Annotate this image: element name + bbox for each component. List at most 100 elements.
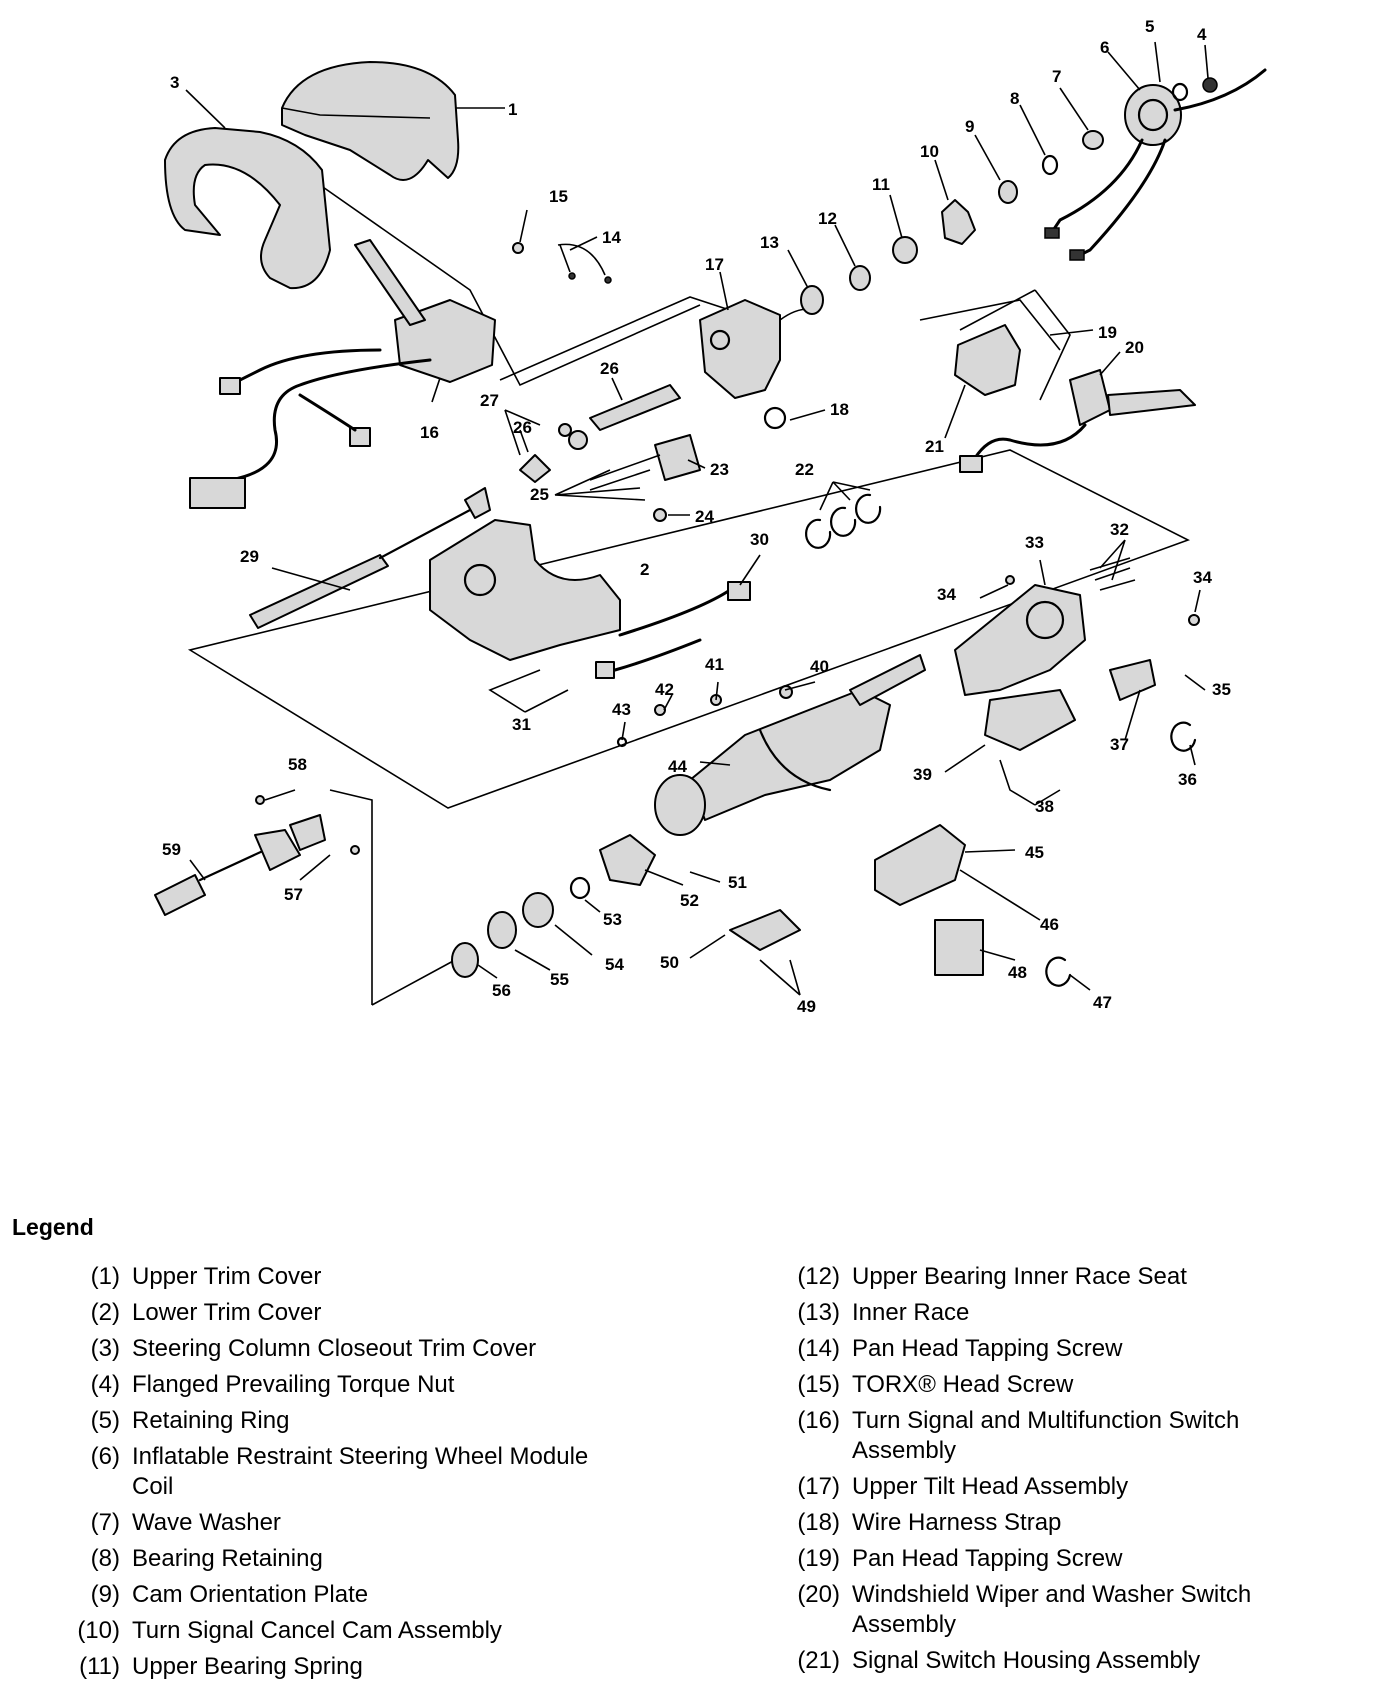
callout-33: 33: [1025, 533, 1044, 552]
part-column-jacket: [616, 654, 926, 836]
part-lock-housing: [954, 557, 1200, 752]
callout-47: 47: [1093, 993, 1112, 1012]
group-boundaries: [187, 184, 1191, 1006]
legend-item: (5)Retaining Ring: [0, 1406, 620, 1436]
callout-51: 51: [728, 873, 747, 892]
legend-item-number: (11): [79, 1653, 120, 1680]
callout-11: 11: [872, 175, 890, 194]
callout-23: 23: [710, 460, 729, 479]
callout-14: 14: [602, 228, 621, 247]
legend-item-number: (14): [797, 1335, 840, 1362]
callout-50: 50: [660, 953, 679, 972]
callout-8: 8: [1010, 89, 1019, 108]
callout-31: 31: [512, 715, 531, 734]
legend-item-text: Turn Signal and Multifunction Switch Ass…: [852, 1407, 1240, 1464]
legend-item-text: Bearing Retaining: [132, 1545, 323, 1572]
callout-2: 2: [640, 560, 649, 579]
part-screws-14-15: [512, 242, 612, 284]
legend-item-text: Upper Bearing Inner Race Seat: [852, 1263, 1187, 1290]
part-rings-22: [805, 493, 882, 549]
legend-item-text: Steering Column Closeout Trim Cover: [132, 1335, 537, 1362]
callout-36: 36: [1178, 770, 1197, 789]
legend-item-number: (20): [797, 1581, 840, 1608]
legend-item: (14) Pan Head Tapping Screw: [735, 1334, 1345, 1364]
callout-49: 49: [797, 997, 816, 1016]
callout-17: 17: [705, 255, 724, 274]
callout-56: 56: [492, 981, 511, 1000]
legend-item: (7)Wave Washer: [0, 1508, 620, 1538]
legend-item-number: (2): [90, 1299, 120, 1326]
legend-item: (13)Inner Race: [735, 1298, 1345, 1328]
callout-13: 13: [760, 233, 779, 252]
callout-labels: 1 2 3 4 5 6 7 8 9 10 11 12 13 14 15 16 1…: [162, 17, 1231, 1016]
callout-42: 42: [655, 680, 674, 699]
callout-44: 44: [668, 757, 687, 776]
callout-24: 24: [695, 507, 714, 526]
legend-item-text: Upper Trim Cover: [132, 1263, 322, 1290]
legend-title: Legend: [12, 1214, 94, 1240]
callout-21: 21: [925, 437, 944, 456]
legend-item-text: Flanged Prevailing Torque Nut: [132, 1371, 455, 1398]
callout-29: 29: [240, 547, 259, 566]
legend-right-column: (12)Upper Bearing Inner Race Seat (13)In…: [735, 1262, 1345, 1682]
legend-item: (12)Upper Bearing Inner Race Seat: [735, 1262, 1345, 1292]
callout-10: 10: [920, 142, 939, 161]
legend-item: (1) Upper Trim Cover: [0, 1262, 620, 1292]
part-steering-shaft: [249, 487, 491, 629]
part-upper-trim-cover: [281, 61, 460, 181]
callout-20: 20: [1125, 338, 1144, 357]
legend-item: (15)TORX® Head Screw: [735, 1370, 1345, 1400]
legend-item-text: Windshield Wiper and Washer Switch Assem…: [852, 1581, 1252, 1638]
callout-30: 30: [750, 530, 769, 549]
part-upper-tilt-head: [699, 299, 821, 430]
legend-item: (20) Windshield Wiper and Washer Switch A…: [735, 1580, 1345, 1640]
legend-item: (18)Wire Harness Strap: [735, 1508, 1345, 1538]
legend-left-column: (1)Upper Trim Cover (2)Lower Trim Cover …: [0, 1262, 620, 1688]
part-turn-signal-switch: [189, 239, 496, 509]
legend-item: (4)Flanged Prevailing Torque Nut: [0, 1370, 620, 1400]
legend-item-number: (7): [90, 1509, 120, 1536]
legend-item-number: (21): [797, 1647, 840, 1674]
callout-27: 27: [480, 391, 499, 410]
legend-item-text: Inflatable Restraint Steering Wheel Modu…: [132, 1443, 589, 1500]
callout-40: 40: [810, 657, 829, 676]
callout-43: 43: [612, 700, 631, 719]
legend-item: (19)Pan Head Tapping Screw: [735, 1544, 1345, 1574]
legend-item-number: (6): [90, 1443, 120, 1470]
callout-25: 25: [530, 485, 549, 504]
callout-34b: 34: [1193, 568, 1212, 587]
legend-item: (11) Upper Bearing Spring: [0, 1652, 620, 1682]
legend-item-text: Wire Harness Strap: [852, 1509, 1062, 1536]
legend-item: (3) Steering Column Closeout Trim Cover: [0, 1334, 620, 1364]
legend-item-text: Upper Bearing Spring: [132, 1653, 363, 1680]
legend-item-number: (1): [90, 1263, 120, 1290]
legend-item-number: (3): [90, 1335, 120, 1362]
legend-item-number: (10): [77, 1617, 120, 1644]
legend-item-text: Pan Head Tapping Screw: [852, 1335, 1123, 1362]
legend-item-number: (16): [797, 1407, 840, 1434]
part-lower-trim-cover: [429, 519, 751, 679]
callout-58: 58: [288, 755, 307, 774]
callout-6: 6: [1100, 38, 1109, 57]
legend-item-number: (19): [797, 1545, 840, 1572]
callout-34a: 34: [937, 585, 956, 604]
legend-item-number: (5): [90, 1407, 120, 1434]
part-bearing-stack: [800, 68, 1267, 315]
callout-52: 52: [680, 891, 699, 910]
legend-item-number: (9): [90, 1581, 120, 1608]
legend-item: (8)Bearing Retaining: [0, 1544, 620, 1574]
callout-1: 1: [508, 100, 517, 119]
callout-26b: 26: [513, 418, 532, 437]
callout-16: 16: [420, 423, 439, 442]
legend-item-text: Signal Switch Housing Assembly: [852, 1647, 1201, 1674]
legend-item: (6) Inflatable Restraint Steering Wheel M…: [0, 1442, 620, 1502]
legend-item-text: Inner Race: [852, 1299, 970, 1326]
legend-item-text: Turn Signal Cancel Cam Assembly: [132, 1617, 502, 1644]
part-intermediate-shaft: [154, 795, 360, 916]
legend-item-text: TORX® Head Screw: [852, 1371, 1074, 1398]
callout-59: 59: [162, 840, 181, 859]
legend-item-text: Upper Tilt Head Assembly: [852, 1473, 1129, 1500]
callout-leaders: [185, 41, 1209, 996]
exploded-steering-column-diagram: 1 2 3 4 5 6 7 8 9 10 11 12 13 14 15 16 1…: [154, 17, 1267, 1016]
callout-3: 3: [170, 73, 179, 92]
